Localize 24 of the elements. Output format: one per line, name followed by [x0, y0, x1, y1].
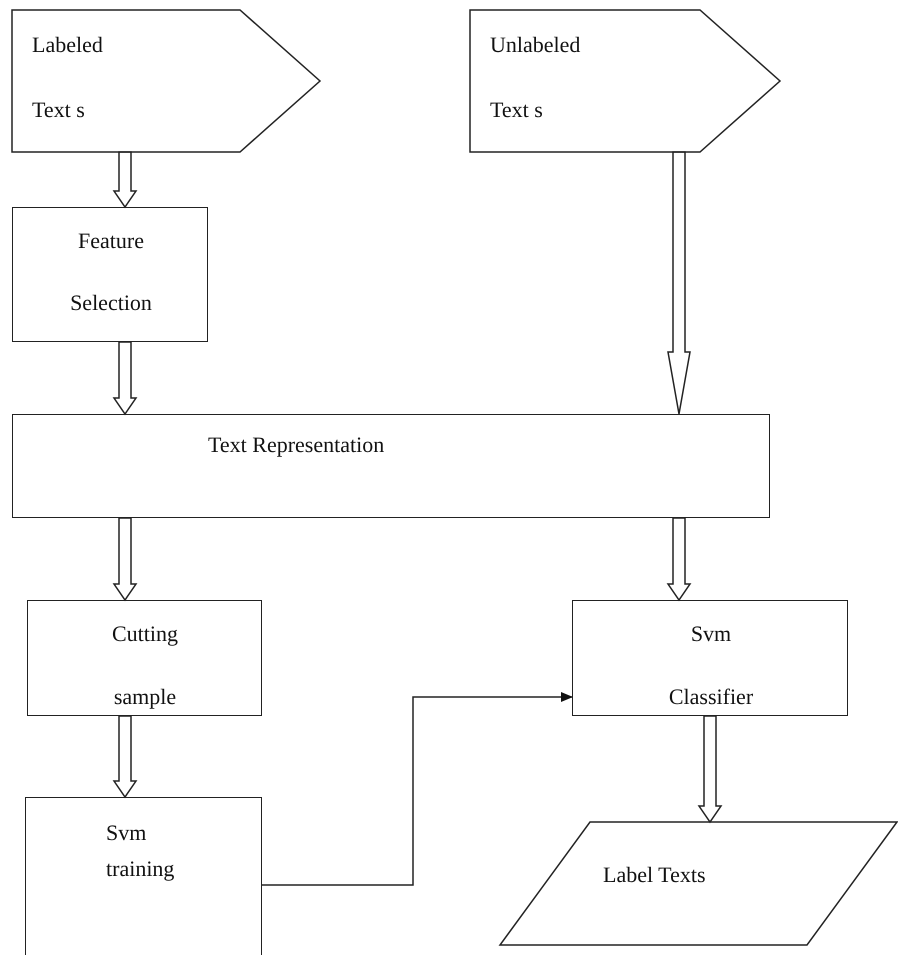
node-text: Svm Classifier: [668, 620, 754, 711]
connector-arrow: [262, 692, 573, 886]
node-text: Feature Selection: [69, 227, 153, 317]
block-arrow: [112, 715, 138, 798]
block-arrow: [698, 715, 722, 824]
block-arrow: [666, 517, 692, 602]
block-arrow: [667, 151, 691, 415]
block-arrow: [112, 517, 138, 602]
process-box: [25, 797, 262, 955]
node-text: Cutting sample: [110, 620, 179, 711]
input-pentagon: [470, 10, 780, 152]
process-box: [27, 600, 262, 716]
block-arrow: [112, 151, 138, 208]
process-box: [12, 414, 770, 518]
node-text: Labeled Text s: [32, 31, 104, 124]
input-pentagon: [12, 10, 320, 152]
node-text: Unlabeled Text s: [490, 31, 582, 124]
process-box: [572, 600, 848, 716]
node-text: Text Representation: [208, 431, 386, 459]
output-parallelogram: [500, 822, 897, 945]
process-box: [12, 207, 208, 342]
block-arrow: [112, 341, 138, 416]
node-text: Svm training: [106, 819, 176, 883]
node-text: Label Texts: [603, 861, 707, 889]
